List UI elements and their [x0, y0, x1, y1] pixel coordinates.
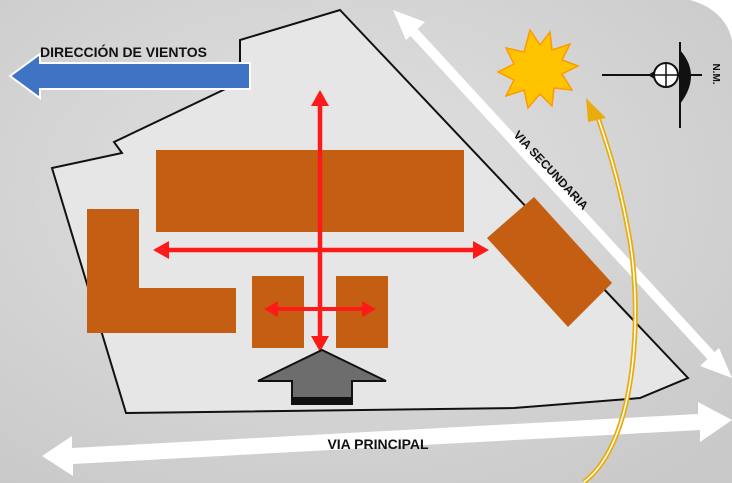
- north-compass-icon: [602, 42, 702, 128]
- secondary-road: [393, 10, 732, 378]
- background-corner-curl: [690, 0, 732, 40]
- sun-path-arc: [582, 98, 638, 483]
- main-road-label: VIA PRINCIPAL: [327, 436, 429, 452]
- north-label: N.M.: [710, 63, 721, 84]
- wind-arrow-icon: [8, 52, 251, 100]
- buildings: [87, 150, 612, 348]
- main-road: [42, 402, 732, 476]
- wind-direction-label: DIRECCIÓN DE VIENTOS: [40, 43, 207, 60]
- entrance-arrow-icon: [257, 348, 387, 405]
- building-main-block: [156, 150, 464, 232]
- building-l-shaped: [87, 209, 236, 333]
- building-diagonal: [487, 197, 612, 327]
- sun-icon: [496, 28, 580, 110]
- circulation-cross-icon: [153, 90, 489, 352]
